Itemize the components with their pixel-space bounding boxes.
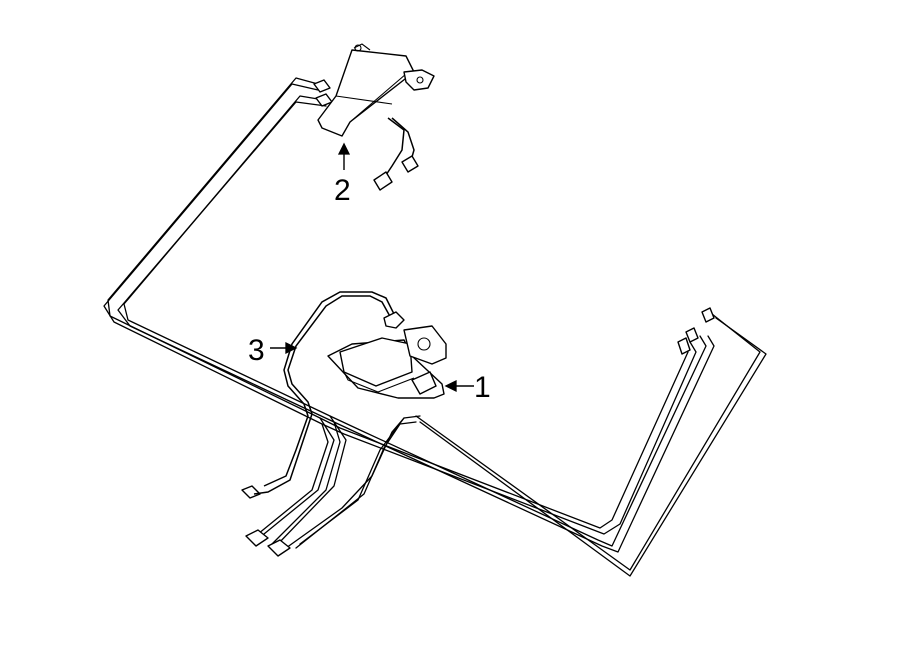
bottom-connectors [241, 485, 291, 557]
callout-2-label: 2 [334, 174, 351, 207]
callout-3: 3 [248, 334, 298, 367]
sensor-module-icon [327, 325, 447, 399]
control-module-icon [317, 43, 435, 191]
wiring-harness-icon [253, 291, 405, 495]
tube-loop-outer [103, 77, 767, 577]
tube-branches [257, 415, 421, 549]
tube-ends-right [677, 307, 715, 355]
callout-1: 1 [444, 371, 491, 404]
callout-2: 2 [334, 142, 351, 207]
callout-1-label: 1 [474, 371, 491, 404]
callout-3-label: 3 [248, 334, 265, 367]
tube-ends-top [313, 79, 333, 107]
